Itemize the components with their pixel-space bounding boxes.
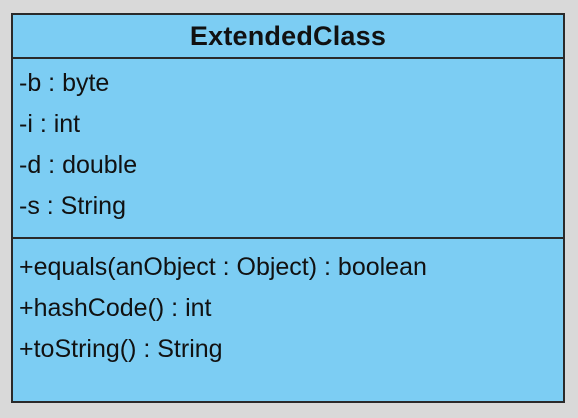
attribute-b: -b : byte [19, 69, 110, 97]
operation-hashcode: +hashCode() : int [19, 294, 212, 322]
attribute-i: -i : int [19, 110, 81, 138]
operation-equals: +equals(anObject : Object) : boolean [19, 253, 427, 281]
class-name: ExtendedClass [13, 15, 563, 59]
attribute-s: -s : String [19, 192, 126, 220]
operations-compartment: +equals(anObject : Object) : boolean +ha… [13, 239, 563, 370]
uml-class-box[interactable]: ExtendedClass -b : byte -i : int -d : do… [11, 13, 565, 403]
attribute-d: -d : double [19, 151, 138, 179]
attributes-compartment: -b : byte -i : int -d : double -s : Stri… [13, 59, 563, 239]
operation-tostring: +toString() : String [19, 335, 223, 363]
